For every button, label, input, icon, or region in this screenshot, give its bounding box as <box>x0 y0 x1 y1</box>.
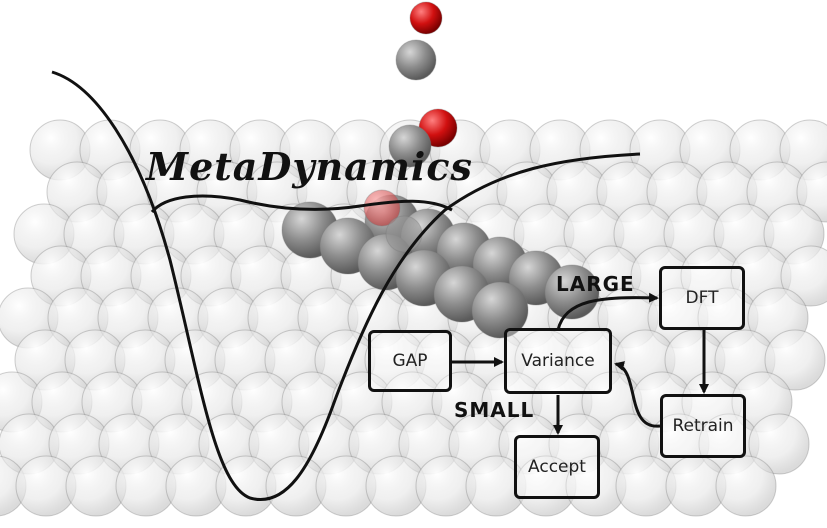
gap-node: GAP <box>368 330 452 392</box>
small-edge-label: SMALL <box>454 398 535 422</box>
variance-node-label: Variance <box>521 351 595 371</box>
arrow-retrain-variance <box>614 361 661 428</box>
diagram-title: MetaDynamics <box>146 144 473 189</box>
surface-atom <box>764 329 826 391</box>
retrain-node-label: Retrain <box>672 416 734 436</box>
bias-potential-curve <box>150 194 453 214</box>
surface-slab <box>0 119 827 517</box>
dft-node: DFT <box>659 266 745 330</box>
oxygen-atom <box>409 1 443 35</box>
step-atom <box>471 281 529 339</box>
carbon-atom <box>385 215 423 253</box>
carbon-atom <box>388 124 432 168</box>
accept-node-label: Accept <box>528 457 586 477</box>
dft-node-label: DFT <box>685 288 719 308</box>
step-atom <box>544 264 600 320</box>
variance-node: Variance <box>504 328 612 394</box>
surface-atom <box>715 455 777 517</box>
surface-atom <box>780 245 827 307</box>
gap-node-label: GAP <box>392 351 428 371</box>
oxygen-atom <box>363 189 401 227</box>
accept-node: Accept <box>514 435 600 499</box>
arrow-variance-dft <box>556 292 659 331</box>
surface-atom <box>748 413 810 475</box>
carbon-atom <box>395 39 437 81</box>
large-edge-label: LARGE <box>556 272 635 296</box>
retrain-node: Retrain <box>660 394 746 458</box>
